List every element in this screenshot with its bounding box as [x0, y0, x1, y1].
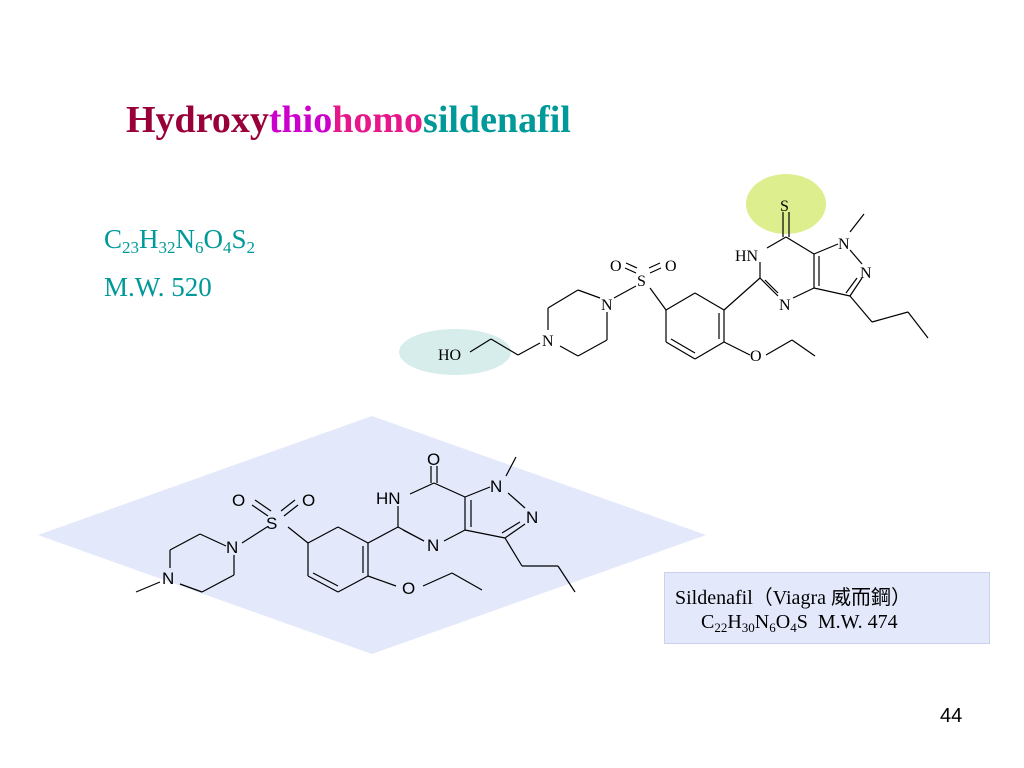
top-hydroxyl: HO [438, 347, 461, 364]
top-n-pyrazole: N [860, 265, 872, 282]
top-n-pyrimidine: N [779, 297, 791, 314]
top-structure-labels: S HN N N N O S O N N O HO [438, 198, 872, 365]
title-part-sildenafil: sildenafil [423, 99, 571, 141]
top-sulfonyl-o-left: O [610, 258, 622, 275]
bottom-piperazine-n2: N [162, 569, 174, 588]
top-sulfonyl-o-right: O [665, 258, 677, 275]
bottom-n-methyl: N [490, 477, 502, 496]
bottom-n-pyrazole: N [526, 508, 538, 527]
sildenafil-name: Sildenafil（Viagra 威而鋼） [675, 587, 911, 609]
top-ethoxy-o: O [750, 348, 762, 365]
bottom-piperazine-n1: N [226, 538, 238, 557]
page-number: 44 [940, 705, 963, 727]
top-thione-s: S [780, 198, 789, 215]
top-n-methyl: N [838, 236, 850, 253]
thione-highlight [746, 174, 826, 234]
bottom-n-pyrimidine: N [427, 536, 439, 555]
top-piperazine-n1: N [601, 297, 613, 314]
compound-molecular-weight: M.W. 520 [104, 272, 212, 302]
sildenafil-background [38, 416, 706, 654]
hydroxyl-highlight [399, 329, 511, 375]
sildenafil-structure [135, 456, 576, 593]
slide-title: Hydroxythiohomosildenafil [126, 101, 571, 139]
bottom-carbonyl-o: O [427, 450, 440, 469]
bottom-structure-labels: O HN N N N O S O N N O [162, 450, 538, 598]
sildenafil-info-box: Sildenafil（Viagra 威而鋼） C22H30N6O4S M.W. … [664, 572, 990, 644]
compound-formula: C23H32N6O4S2 [104, 224, 256, 257]
title-part-homo: homo [332, 99, 424, 141]
title-part-thio: thio [268, 99, 333, 141]
top-piperazine-n2: N [542, 333, 554, 350]
title-part-hydroxy: Hydroxy [126, 99, 269, 141]
sildenafil-formula-mw: C22H30N6O4S M.W. 474 [701, 611, 898, 635]
top-hn: HN [735, 248, 759, 265]
bottom-sulfonyl-o-left: O [232, 491, 245, 510]
bottom-ethoxy-o: O [402, 579, 415, 598]
bottom-sulfonyl-s: S [266, 514, 277, 533]
bottom-hn: HN [376, 489, 401, 508]
hydroxythiohomosildenafil-structure [469, 212, 929, 360]
bottom-sulfonyl-o-right: O [302, 491, 315, 510]
top-sulfonyl-s: S [637, 273, 646, 290]
